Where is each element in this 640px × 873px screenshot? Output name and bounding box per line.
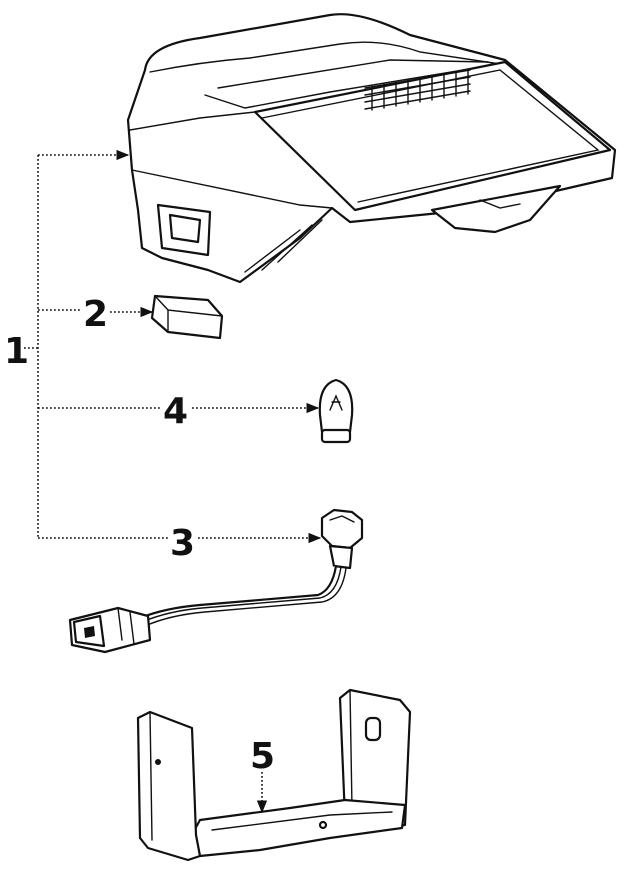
callout-3: 3 [170, 523, 195, 564]
stop-lamp-housing [126, 13, 617, 284]
callout-4: 4 [163, 391, 188, 432]
socket-harness-part [68, 508, 364, 654]
lamp-cover-part [150, 294, 224, 340]
callout-2: 2 [83, 294, 108, 335]
lens-grid [364, 69, 471, 111]
callout-1: 1 [4, 331, 29, 372]
callout-5: 5 [250, 736, 275, 777]
bracket-part [136, 688, 412, 862]
bulb-part [318, 378, 354, 444]
leader-lines [24, 149, 322, 814]
